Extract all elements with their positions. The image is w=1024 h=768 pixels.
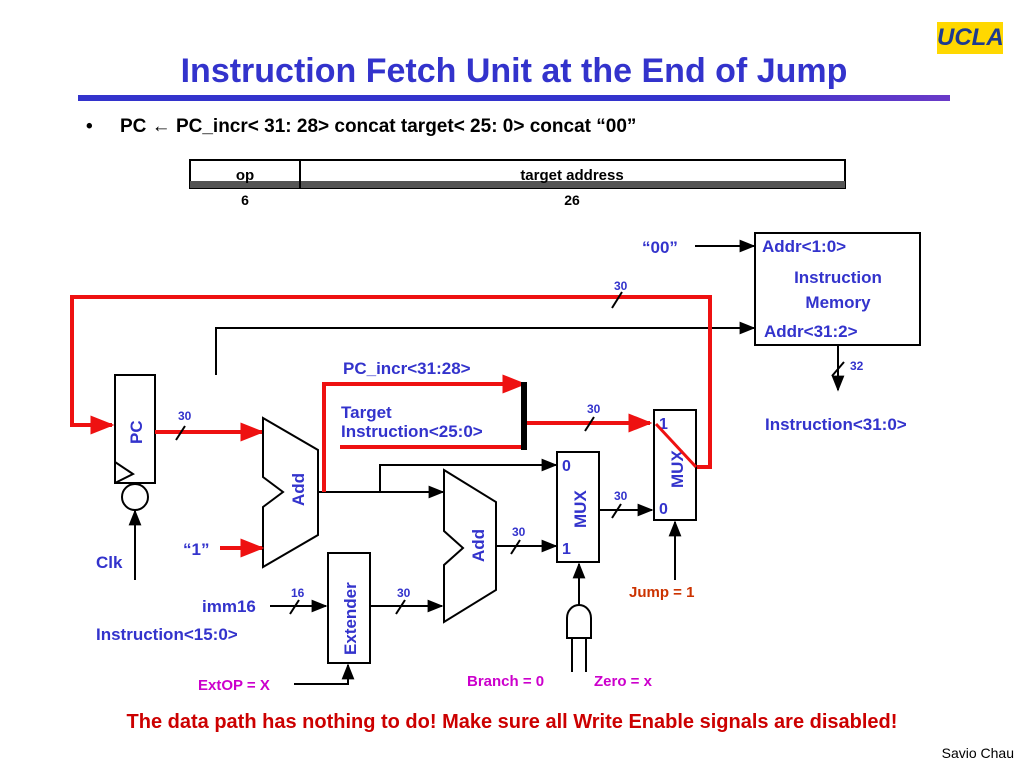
mux1-input1-label: 1 (562, 541, 571, 558)
imem-out-slash (831, 361, 845, 377)
mux2-input0-label: 0 (659, 501, 668, 518)
pc-increment-adder: Add (262, 416, 319, 569)
and-gate-icon (566, 604, 592, 639)
clk-label: Clk (96, 553, 123, 572)
adder1-to-mux1-wire (379, 458, 558, 492)
add1-label: Add (289, 473, 308, 506)
title-underline (78, 95, 950, 101)
pc-incr-path (322, 374, 527, 492)
extop-wire (294, 663, 355, 685)
ucla-logo: UCLA (937, 22, 1004, 54)
const-one-label: “1” (183, 540, 209, 559)
instr-imm-label: Instruction<15:0> (96, 625, 238, 644)
bus-width-32: 32 (850, 359, 864, 373)
footer-message: The data path has nothing to do! Make su… (126, 711, 898, 733)
addr-00-label: “00” (642, 238, 678, 257)
bus-width-16: 16 (291, 586, 305, 600)
pc-label: PC (127, 420, 146, 444)
mux1-label: MUX (571, 490, 590, 528)
mux2-label: MUX (668, 450, 687, 488)
imem-title-line2: Memory (805, 293, 871, 312)
jump-label: Jump = 1 (629, 584, 694, 601)
target-label-line2: Instruction<25:0> (341, 422, 483, 441)
field-target-label: target address (520, 167, 623, 184)
imm16-slash (289, 599, 300, 615)
imem-addr-lo-label: Addr<1:0> (762, 237, 846, 256)
zero-label: Zero = x (594, 673, 653, 690)
bus-width-30-ext: 30 (397, 586, 411, 600)
mux1-input0-label: 0 (562, 458, 571, 475)
pc-to-imem-wire (215, 321, 756, 375)
jump-feedback-path (70, 295, 712, 469)
bullet-text: PC ← PC_incr< 31: 28> concat target< 25:… (120, 116, 637, 137)
slide-title: Instruction Fetch Unit at the End of Jum… (180, 52, 848, 90)
clock-triangle-icon (114, 461, 135, 484)
imem-title-line1: Instruction (794, 268, 882, 287)
extender-label: Extender (341, 582, 360, 655)
sign-extender: Extender (327, 552, 371, 664)
bus-width-30-target: 30 (587, 402, 601, 416)
branch-adder: Add (443, 468, 497, 624)
field-target-width: 26 (564, 192, 580, 208)
clock-inverter-bubble-icon (121, 483, 149, 511)
instruction-memory: Addr<1:0> Instruction Memory Addr<31:2> (754, 232, 921, 346)
mux2-input1-label: 1 (659, 416, 668, 433)
field-op-width: 6 (241, 192, 249, 208)
imem-addr-hi-label: Addr<31:2> (764, 322, 858, 341)
format-shadow (190, 181, 845, 188)
target-label-line1: Target (341, 403, 392, 422)
extop-label: ExtOP = X (198, 677, 270, 694)
concat-slash (584, 416, 595, 432)
ext-out-slash (395, 599, 406, 615)
author-credit: Savio Chau (941, 745, 1014, 761)
imem-out-label: Instruction<31:0> (765, 415, 907, 434)
mux1-out-slash (611, 503, 622, 519)
add2-label: Add (469, 529, 488, 562)
pc-out-slash (175, 425, 186, 441)
imm16-label: imm16 (202, 597, 256, 616)
bus-width-30-mux1: 30 (614, 489, 628, 503)
branch-label: Branch = 0 (467, 673, 544, 690)
instruction-format: op target address 6 26 (189, 159, 846, 208)
pc-incr-label: PC_incr<31:28> (343, 359, 471, 378)
bullet-dot-icon: • (86, 116, 93, 137)
field-op-label: op (236, 167, 254, 184)
branch-mux: 0 1 MUX (556, 451, 600, 563)
pc-register: PC (114, 374, 156, 484)
feedback-slash (611, 291, 623, 309)
adder2-out-slash (510, 539, 521, 555)
mux2-select-path (654, 422, 698, 469)
bus-width-30-pc: 30 (178, 409, 192, 423)
bullet-point: • PC ← PC_incr< 31: 28> concat target< 25… (86, 116, 636, 138)
bus-width-30-top: 30 (614, 279, 628, 293)
bus-width-30-add2: 30 (512, 525, 526, 539)
